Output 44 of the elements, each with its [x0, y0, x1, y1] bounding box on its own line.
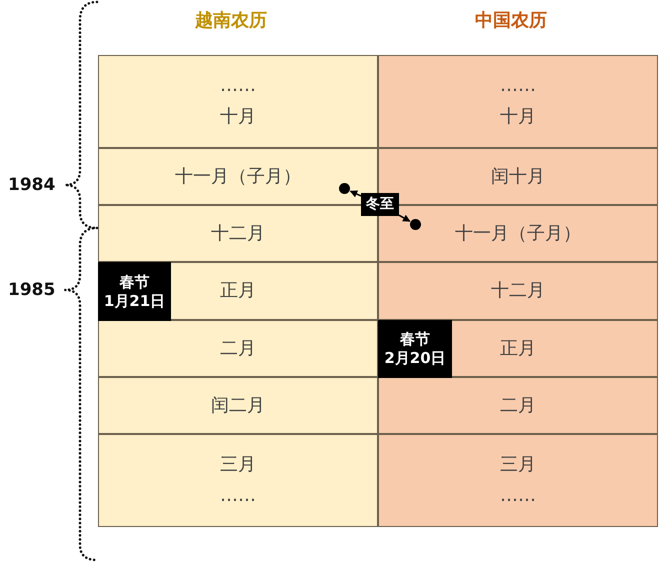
month-text: 正月 [500, 336, 536, 360]
table-cell [378, 434, 658, 527]
month-text: 二月 [220, 336, 256, 360]
callout-text: 春节 [120, 272, 150, 292]
callout-tag [361, 193, 399, 216]
month-text: 正月 [220, 279, 256, 303]
month-text: …… [500, 74, 536, 98]
table-cell [98, 377, 378, 434]
table-cell [98, 55, 378, 148]
column-header: 中国农历 [475, 9, 547, 32]
month-text: 十一月（子月） [455, 222, 581, 246]
month-text: 十一月（子月） [175, 164, 301, 188]
dot-marker [339, 183, 350, 194]
table-cell [378, 262, 658, 320]
table-cell [378, 55, 658, 148]
month-text: 十月 [500, 104, 536, 129]
year-label: 1985 [8, 280, 56, 300]
callout-tag [378, 320, 452, 378]
arrow [350, 190, 362, 198]
callout-text: 1月21日 [104, 292, 166, 310]
month-text: …… [220, 74, 256, 98]
dot-marker [410, 219, 421, 230]
month-text: 闰十月 [491, 164, 545, 188]
table-cell [98, 320, 378, 377]
arrow [398, 214, 410, 222]
table-cell [378, 377, 658, 434]
month-text: …… [500, 484, 536, 508]
callout-text: 2月20日 [384, 349, 446, 368]
callout-text: 春节 [400, 330, 430, 349]
month-text: 二月 [500, 394, 536, 418]
callout-tag [98, 262, 171, 321]
month-text: 闰二月 [211, 394, 265, 418]
month-text: 三月 [500, 453, 536, 478]
month-text: …… [220, 484, 256, 508]
callout-text: 冬至 [366, 195, 394, 214]
year-label: 1984 [8, 175, 56, 195]
table-cell [98, 262, 378, 320]
month-text: 十月 [220, 104, 256, 129]
column-header: 越南农历 [195, 9, 267, 32]
month-text: 十二月 [211, 222, 265, 246]
month-text: 十二月 [491, 279, 545, 303]
table-cell [378, 320, 658, 377]
table-cell [98, 434, 378, 527]
month-text: 三月 [220, 453, 256, 478]
